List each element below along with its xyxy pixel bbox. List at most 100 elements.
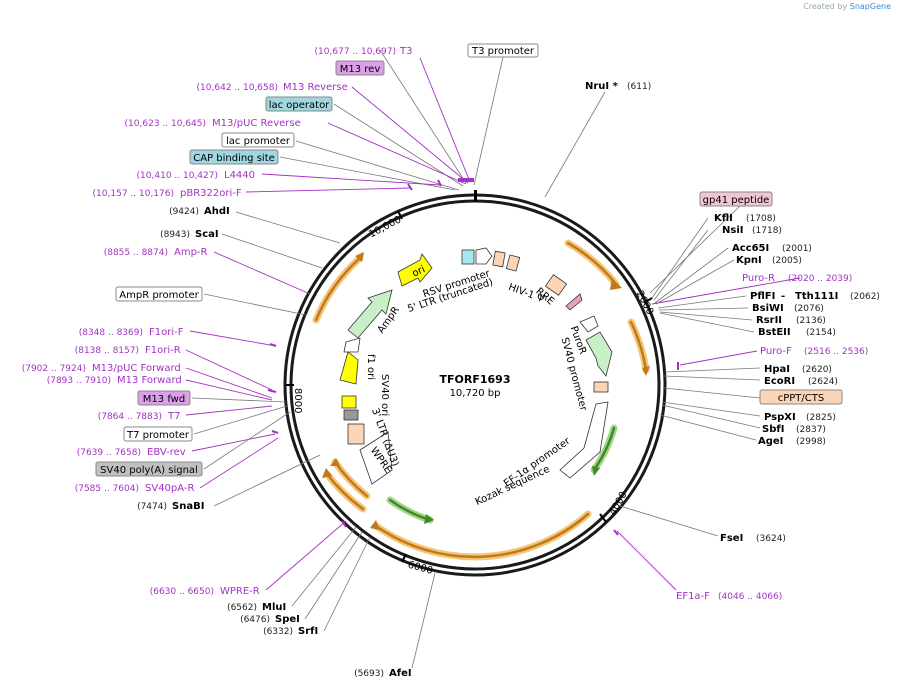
primer-f1orif-name: F1ori-F (149, 327, 184, 338)
ampr-promoter-box (343, 337, 361, 353)
pflfi-name: PflFI (750, 291, 775, 302)
kpni-name: KpnI (736, 255, 762, 266)
ampr-arrow (347, 289, 393, 339)
primer-leaders (185, 57, 801, 591)
origin-marker (474, 190, 477, 202)
t3-promoter-label: T3 promoter (471, 46, 535, 57)
lac-operator-label: lac operator (269, 100, 330, 111)
primer-ticks (267, 179, 679, 536)
fsei-name: FseI (720, 533, 743, 544)
primer-m13reverse-name: M13 Reverse (283, 82, 348, 93)
gp41-label: gp41 peptide (703, 195, 770, 206)
plasmid-size: 10,720 bp (450, 388, 501, 399)
primer-l4440-name: L4440 (224, 170, 255, 181)
primer-m13fwd-range: (7893 .. 7910) (47, 376, 111, 386)
kfli-pos: (1708) (746, 214, 776, 224)
primer-ebvrev-name: EBV-rev (147, 447, 186, 458)
primer-ebvrev-range: (7639 .. 7658) (77, 448, 141, 458)
primer-ampr-name: Amp-R (174, 247, 208, 258)
acc65i-name: Acc65I (732, 243, 769, 254)
label-kozak: Kozak sequence (474, 464, 552, 508)
srfi-pos: (6332) (263, 627, 293, 637)
agei-name: AgeI (758, 436, 783, 447)
primer-sv40pa-name: SV40pA-R (145, 483, 194, 494)
primer-pbr322-range: (10,157 .. 10,176) (93, 189, 174, 199)
ahdi-name: AhdI (204, 206, 230, 217)
primer-f1orir-range: (8138 .. 8157) (75, 346, 139, 356)
purofr-name: Puro-R (742, 273, 775, 284)
scai-name: ScaI (195, 229, 219, 240)
primer-t3-range: (10,677 .. 10,697) (315, 47, 396, 57)
rsv-box (461, 249, 475, 265)
ahdi-pos: (9424) (169, 207, 199, 217)
ori-arrow (397, 253, 433, 287)
sv40pa-label: SV40 poly(A) signal (100, 465, 198, 476)
primer-m13puc-fwd-range: (7902 .. 7924) (22, 364, 86, 374)
bsiwi-pos: (2076) (794, 304, 824, 314)
label-f1ori: f1 ori (365, 354, 376, 380)
spei-name: SpeI (275, 614, 300, 625)
ef1a-arrow (559, 401, 609, 479)
primer-cluster-top (458, 178, 474, 182)
label-sv40ori: SV40 ori (379, 374, 390, 416)
primer-f1orif-range: (8348 .. 8369) (79, 328, 143, 338)
agei-pos: (2998) (796, 437, 826, 447)
left-primer-labels: (10,677 .. 10,697) T3 (10,642 .. 10,658)… (22, 46, 413, 597)
orf-arrowheads (322, 252, 650, 530)
plasmid-name: TFORF1693 (440, 373, 511, 386)
enzyme-leaders (191, 49, 761, 669)
mlui-pos: (6562) (227, 603, 257, 613)
hpai-pos: (2620) (802, 365, 832, 375)
wpre-box (359, 431, 393, 485)
kfli-name: KflI (714, 213, 733, 224)
sv40pa-box (343, 409, 359, 421)
primer-f1orir-name: F1ori-R (145, 345, 181, 356)
ampr-promoter-label: AmpR promoter (119, 290, 199, 301)
lac-promoter-label: lac promoter (226, 136, 291, 147)
nrui-pos: (611) (627, 82, 651, 92)
primer-l4440-range: (10,410 .. 10,427) (137, 171, 218, 181)
primer-wpre-name: WPRE-R (220, 586, 260, 597)
bsteii-name: BstEII (758, 327, 791, 338)
nsii-name: NsiI (722, 225, 743, 236)
puroff-range: (2516 .. 2536) (804, 347, 868, 357)
f1ori-arrow (339, 351, 359, 385)
pflfi-sep: - (781, 291, 785, 302)
cap-label: CAP binding site (193, 153, 275, 164)
bsteii-pos: (2154) (806, 328, 836, 338)
mlui-name: MluI (262, 602, 286, 613)
pflfi-pos: (2062) (850, 292, 880, 302)
snabi-pos: (7474) (137, 502, 167, 512)
primer-pbr322-name: pBR322ori-F (180, 188, 242, 199)
right-enzyme-labels: KflI (1708) NsiI (1718) Acc65I (2001) Kp… (714, 213, 880, 544)
cppt-box (593, 381, 609, 393)
snabi-name: SnaBI (172, 501, 204, 512)
spei-pos: (6476) (240, 615, 270, 625)
primer-m13fwd-name: M13 Forward (117, 375, 182, 386)
ecori-pos: (2624) (808, 377, 838, 387)
left-feature-boxes: M13 rev lac operator lac promoter CAP bi… (95, 60, 843, 477)
rsrii-name: RsrII (756, 315, 782, 326)
primer-m13puc-rev-name: M13/pUC Reverse (212, 118, 301, 129)
pspxi-name: PspXI (764, 412, 796, 423)
left-enzyme-labels: (9424) AhdI (8943) ScaI (7474) SnaBI (65… (137, 206, 412, 679)
ltr5-arrow (475, 247, 493, 265)
top-features: T3 promoter NruI * (611) gp41 peptide (467, 43, 773, 207)
primer-t7-name: T7 (167, 411, 180, 422)
primer-sv40pa-range: (7585 .. 7604) (75, 484, 139, 494)
acc65i-pos: (2001) (782, 244, 812, 254)
rsrii-pos: (2136) (796, 316, 826, 326)
snapgene-logo: SnapGene (849, 2, 891, 11)
hiv-box (505, 254, 521, 272)
cppt-label: cPPT/CTS (778, 393, 824, 404)
ef1af-range: (4046 .. 4066) (718, 592, 782, 602)
primer-wpre-range: (6630 .. 6650) (150, 587, 214, 597)
right-primer-labels: Puro-R (2020 .. 2039) Puro-F (2516 .. 25… (676, 273, 868, 602)
sbfi-pos: (2837) (796, 425, 826, 435)
puror-arrow (585, 331, 613, 377)
puroff-name: Puro-F (760, 346, 792, 357)
pspxi-pos: (2825) (806, 413, 836, 423)
primer-m13puc-rev-range: (10,623 .. 10,645) (125, 119, 206, 129)
t7-promoter-label: T7 promoter (126, 430, 190, 441)
